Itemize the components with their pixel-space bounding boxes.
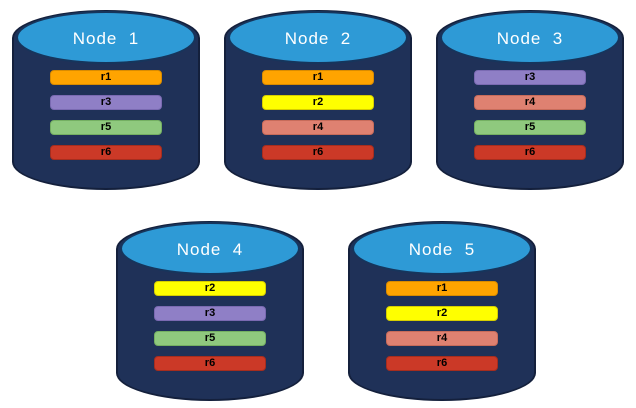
replica-bar: r3 (154, 306, 266, 321)
replica-bar: r3 (474, 70, 586, 85)
replica-bar: r6 (50, 145, 162, 160)
replica-bar: r6 (154, 356, 266, 371)
replica-bar: r6 (386, 356, 498, 371)
replica-bar-list: r3 r4 r5 r6 (436, 70, 624, 160)
cylinder-top-ellipse: Node 2 (228, 11, 408, 64)
cylinder-top-ellipse: Node 5 (352, 222, 532, 275)
node-title: Node 1 (72, 28, 140, 48)
replica-bar: r6 (262, 145, 374, 160)
replica-bar: r1 (50, 70, 162, 85)
replica-bar-list: r1 r3 r5 r6 (12, 70, 200, 160)
node-title: Node 5 (408, 239, 476, 259)
node-5-cylinder: Node 5 r1 r2 r4 r6 (348, 221, 536, 401)
replica-bar: r3 (50, 95, 162, 110)
replica-bar: r2 (262, 95, 374, 110)
node-1-cylinder: Node 1 r1 r3 r5 r6 (12, 10, 200, 190)
node-title: Node 2 (284, 28, 352, 48)
replica-bar-list: r2 r3 r5 r6 (116, 281, 304, 371)
replica-bar: r6 (474, 145, 586, 160)
cylinder-top-ellipse: Node 3 (440, 11, 620, 64)
replica-bar: r2 (154, 281, 266, 296)
replica-bar: r2 (386, 306, 498, 321)
node-title: Node 4 (176, 239, 244, 259)
replica-bar: r1 (262, 70, 374, 85)
node-4-cylinder: Node 4 r2 r3 r5 r6 (116, 221, 304, 401)
cylinder-top-ellipse: Node 1 (16, 11, 196, 64)
replica-bar: r4 (386, 331, 498, 346)
replica-bar: r5 (474, 120, 586, 135)
replica-bar: r1 (386, 281, 498, 296)
node-2-cylinder: Node 2 r1 r2 r4 r6 (224, 10, 412, 190)
node-3-cylinder: Node 3 r3 r4 r5 r6 (436, 10, 624, 190)
replica-bar: r4 (262, 120, 374, 135)
node-title: Node 3 (496, 28, 564, 48)
replica-bar: r4 (474, 95, 586, 110)
replica-bar: r5 (154, 331, 266, 346)
replica-bar: r5 (50, 120, 162, 135)
replica-bar-list: r1 r2 r4 r6 (224, 70, 412, 160)
cylinder-top-ellipse: Node 4 (120, 222, 300, 275)
replica-bar-list: r1 r2 r4 r6 (348, 281, 536, 371)
